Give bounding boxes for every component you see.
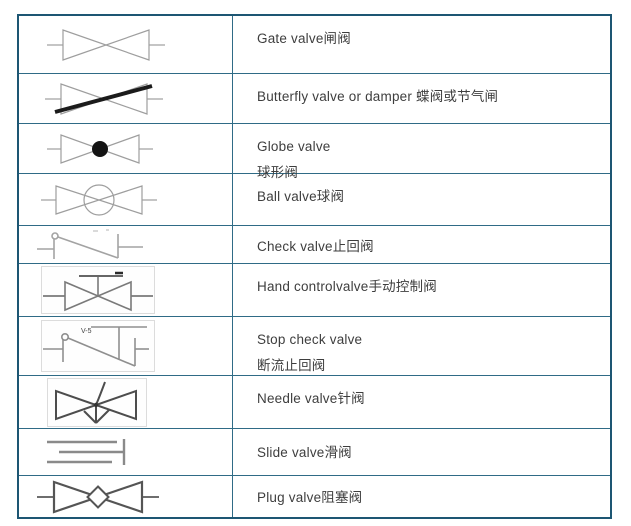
gate-valve-icon: [47, 28, 165, 61]
plug-valve-icon: [37, 479, 159, 514]
symbol-cell: [19, 429, 233, 475]
needle-valve-icon: [55, 381, 137, 424]
symbol-cell: [19, 124, 233, 173]
valve-name: Check valve止回阀: [257, 239, 374, 254]
symbol-cell: [19, 476, 233, 517]
table-row: Butterfly valve or damper 蝶阀或节气闸: [19, 73, 610, 123]
ball-valve-icon: [41, 183, 157, 216]
valve-name-cell: Slide valve滑阀: [233, 429, 610, 475]
table-row: Slide valve滑阀: [19, 428, 610, 475]
valve-name: Gate valve闸阀: [257, 31, 351, 46]
table-row: Hand controlvalve手动控制阀: [19, 263, 610, 316]
table-row: Gate valve闸阀: [19, 16, 610, 73]
table-row: Globe valve 球形阀: [19, 123, 610, 180]
valve-name: Globe valve: [257, 139, 331, 154]
symbol-image-frame: [41, 266, 155, 314]
table-row: Ball valve球阀: [19, 173, 610, 225]
valve-name-cell: Gate valve闸阀: [233, 16, 610, 73]
symbol-cell: [19, 174, 233, 225]
butterfly-valve-icon: [45, 82, 163, 115]
symbol-cell: [19, 226, 233, 263]
table-row: V-5 Stop check valve 断流止回阀: [19, 316, 610, 375]
valve-name-cell: Butterfly valve or damper 蝶阀或节气闸: [233, 74, 610, 123]
valve-name-cell: Hand controlvalve手动控制阀: [233, 264, 610, 316]
valve-name-cn: 断流止回阀: [257, 358, 326, 373]
symbol-image-frame: V-5: [41, 320, 155, 372]
globe-valve-icon: [47, 133, 153, 164]
symbol-cell: [19, 376, 233, 428]
valve-name-cell: Needle valve针阀: [233, 376, 610, 428]
valve-name-cell: Plug valve阻塞阀: [233, 476, 610, 517]
valve-name: Slide valve滑阀: [257, 445, 352, 460]
table-row: Needle valve针阀: [19, 375, 610, 428]
symbol-cell: [19, 16, 233, 73]
valve-symbols-table: Gate valve闸阀 Butterfly valve or damper 蝶…: [17, 14, 612, 519]
symbol-cell: [19, 74, 233, 123]
hand-control-valve-icon: [43, 271, 153, 312]
valve-name-cell: Ball valve球阀: [233, 174, 610, 225]
valve-name: Hand controlvalve手动控制阀: [257, 279, 437, 294]
valve-name: Butterfly valve or damper 蝶阀或节气闸: [257, 89, 499, 104]
check-valve-icon: [37, 228, 143, 259]
symbol-cell: [19, 264, 233, 316]
valve-name: Needle valve针阀: [257, 391, 365, 406]
table-row: Plug valve阻塞阀: [19, 475, 610, 517]
symbol-image-frame: [47, 377, 147, 427]
valve-name: Plug valve阻塞阀: [257, 490, 363, 505]
valve-tag-label: V-5: [81, 328, 92, 335]
valve-name-cn: 球形阀: [257, 165, 299, 180]
valve-name-cell: Check valve止回阀: [233, 226, 610, 263]
valve-name-cell: Stop check valve 断流止回阀: [233, 317, 610, 375]
valve-name: Ball valve球阀: [257, 189, 345, 204]
valve-name-cell: Globe valve 球形阀: [233, 124, 610, 180]
stop-check-valve-icon: V-5: [43, 326, 149, 367]
valve-name: Stop check valve: [257, 332, 363, 347]
symbol-cell: V-5: [19, 317, 233, 375]
table-row: Check valve止回阀: [19, 225, 610, 263]
slide-valve-icon: [47, 439, 126, 465]
